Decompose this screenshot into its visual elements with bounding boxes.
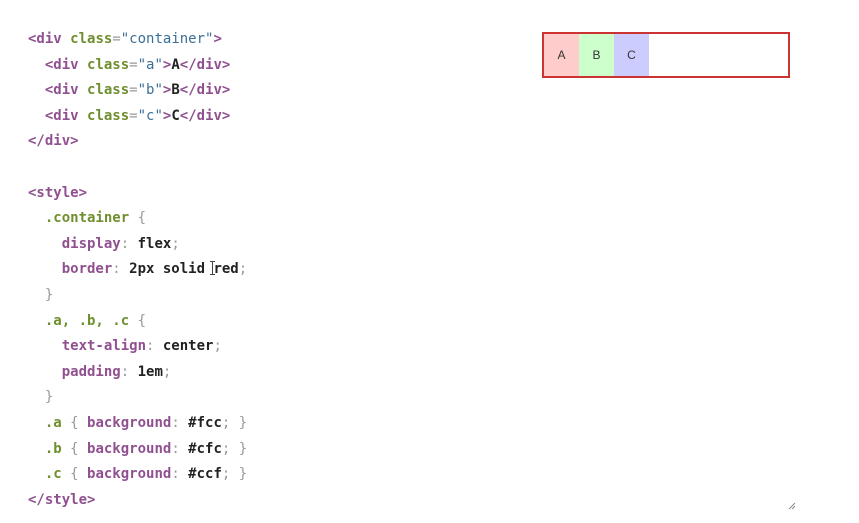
code-line-17: .b { background: #cfc; }	[44, 440, 248, 457]
code-line-11: }	[44, 286, 54, 303]
code-line-2: <div class="a">A</div>	[44, 56, 231, 73]
code-line-12: .a, .b, .c {	[44, 312, 147, 329]
code-line-15: }	[44, 389, 54, 406]
code-line-8: .container {	[44, 210, 147, 227]
flex-container-preview: A B C	[542, 32, 790, 78]
code-line-7: <style>	[28, 184, 88, 201]
code-line-9: display: flex;	[61, 235, 180, 252]
code-line-3: <div class="b">B</div>	[44, 82, 231, 99]
code-line-19: </style>	[28, 491, 96, 508]
code-line-18: .c { background: #ccf; }	[44, 466, 248, 483]
resize-handle-icon[interactable]	[788, 502, 796, 510]
code-line-1: <div class="container">	[28, 31, 222, 47]
flex-item-c: C	[614, 34, 649, 76]
code-line-10: border: 2px solid red;	[61, 261, 248, 278]
flex-item-a: A	[544, 34, 579, 76]
code-line-16: .a { background: #fcc; }	[44, 414, 248, 431]
code-line-5: </div>	[28, 133, 79, 150]
code-line-6	[28, 155, 247, 181]
code-listing: <div class="container"> <div class="a">A…	[28, 27, 247, 513]
code-line-14: padding: 1em;	[61, 363, 172, 380]
code-line-4: <div class="c">C</div>	[44, 107, 231, 124]
code-line-13: text-align: center;	[61, 338, 222, 355]
flex-item-b: B	[579, 34, 614, 76]
